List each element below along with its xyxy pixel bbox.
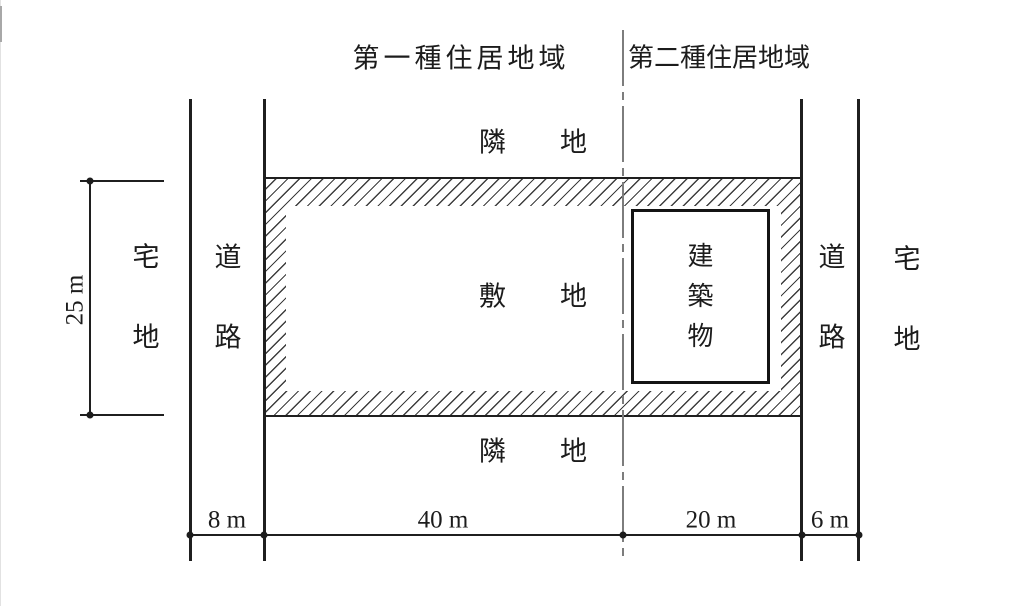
dim-label-8m: 8 m (207, 506, 247, 534)
building-outline: 建 築 物 (631, 209, 770, 384)
dim-bottom-dot-5 (855, 531, 862, 539)
road-right-char: 道 (818, 242, 846, 273)
road-line-left-outer (188, 99, 192, 561)
building-label-char: 建 (687, 241, 714, 271)
dim-label-25m: 25 m (61, 274, 89, 326)
road-left-char: 路 (214, 322, 242, 353)
road-line-right-outer (857, 99, 860, 561)
dim-label-6m: 6 m (810, 506, 850, 534)
dim-25m-dot-top (86, 177, 94, 185)
residential-left-char: 宅 (132, 242, 160, 273)
dim-label-40m: 40 m (417, 506, 469, 534)
dim-label-20m: 20 m (685, 506, 737, 534)
residential-right-label: 宅 地 (893, 244, 921, 355)
residential-right-char: 地 (893, 324, 921, 355)
zone1-label: 第一種住居地域 (352, 43, 570, 74)
dim-bottom-dot-2 (260, 531, 267, 539)
residential-left-label: 宅 地 (132, 242, 160, 353)
page-left-edge (0, 0, 1, 606)
zone-boundary-line (622, 30, 624, 556)
dim-25m-dot-bottom (86, 411, 94, 419)
adjacent-land-bottom-label: 隣 地 (479, 436, 587, 467)
dim-bottom-dot-3 (619, 531, 626, 539)
site-label: 敷 地 (479, 281, 587, 312)
road-right-char: 路 (818, 322, 846, 353)
residential-left-char: 地 (132, 322, 160, 353)
adjacent-land-top-label: 隣 地 (479, 127, 587, 158)
dim-bottom-dot-4 (798, 531, 805, 539)
road-line-right-inner (800, 99, 803, 561)
dim-25m-extension-bottom (80, 414, 164, 416)
road-left-char: 道 (214, 242, 242, 273)
dim-bottom-line (188, 534, 860, 536)
dim-25m-line (89, 181, 91, 415)
residential-right-char: 宅 (893, 244, 921, 275)
building-label-char: 築 (687, 281, 714, 311)
road-right-label: 道 路 (818, 242, 846, 353)
building-label-char: 物 (687, 321, 714, 351)
road-line-left-inner (262, 99, 266, 561)
dim-bottom-dot-1 (186, 531, 193, 539)
road-left-label: 道 路 (214, 242, 242, 353)
dim-25m-extension-top (80, 180, 164, 182)
page-left-edge-notch (0, 6, 2, 42)
zone2-label: 第二種住居地域 (627, 43, 811, 73)
